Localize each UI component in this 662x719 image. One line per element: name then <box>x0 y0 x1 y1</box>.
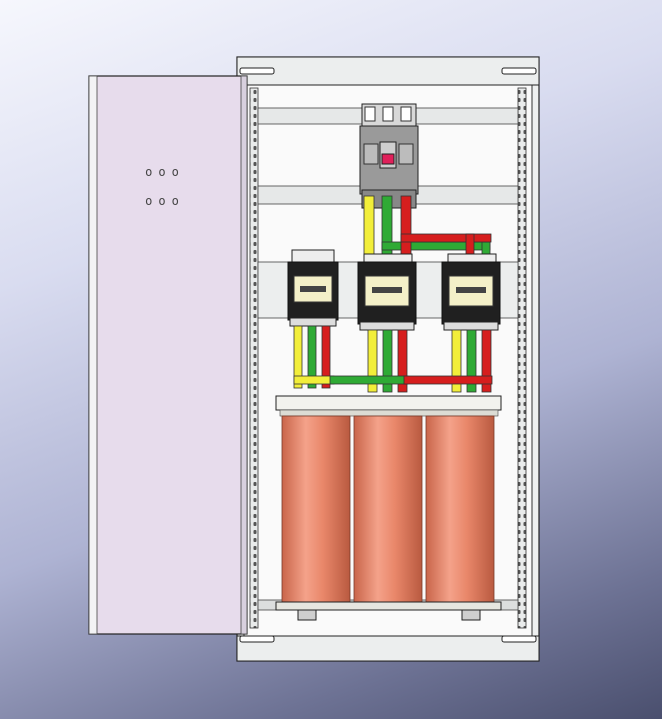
contactor-2 <box>357 253 417 331</box>
left-rail <box>249 87 259 629</box>
door-holes-row-2: ooo <box>145 194 185 208</box>
coil-3 <box>425 415 495 605</box>
breaker-switch[interactable] <box>381 153 395 165</box>
cabinet-door[interactable]: ooo ooo <box>88 75 248 635</box>
coil-2 <box>353 415 423 605</box>
coil-1 <box>281 415 351 605</box>
right-rail <box>517 87 527 629</box>
main-breaker <box>359 103 419 209</box>
door-holes-row-1: ooo <box>145 165 185 179</box>
busbars-upper <box>363 195 492 261</box>
contactor-3 <box>441 253 501 331</box>
busbars-lower <box>293 325 493 393</box>
contactor-1 <box>287 249 339 327</box>
transformer <box>275 395 502 621</box>
